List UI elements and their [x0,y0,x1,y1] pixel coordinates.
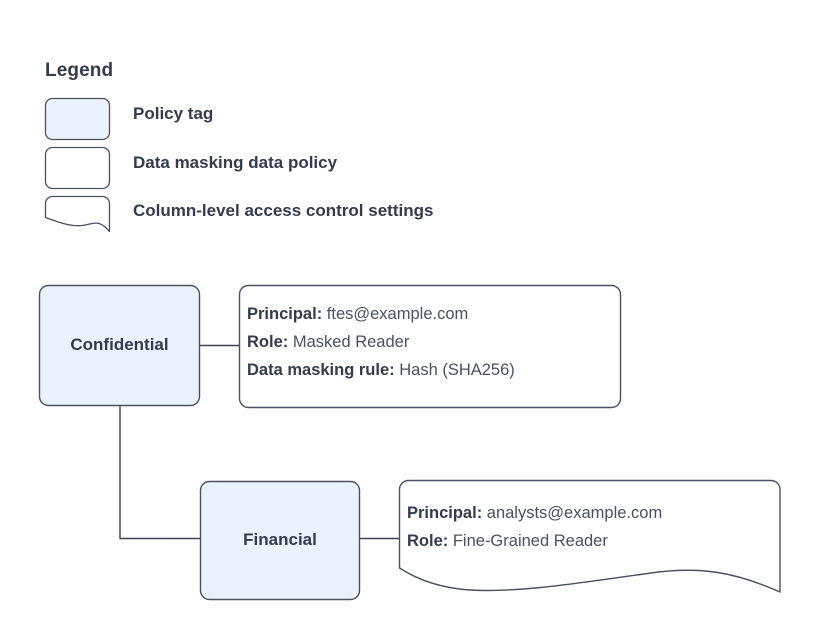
card-row: Role: Fine-Grained Reader [407,527,662,555]
legend-title: Legend [45,60,114,81]
row-key: Role: [407,532,449,550]
node-label-confidential: Confidential [70,335,169,354]
row-key: Principal: [407,504,483,522]
row-value: ftes@example.com [326,305,469,323]
card-row: Role: Masked Reader [247,328,515,356]
row-value: Masked Reader [292,333,410,351]
node-confidential[interactable] [38,284,201,407]
card-row: Principal: analysts@example.com [407,499,662,527]
node-label-financial: Financial [243,530,317,549]
legend-swatch-column-access-control [44,195,111,233]
card-row: Principal: ftes@example.com [247,300,515,328]
row-key: Principal: [247,305,323,323]
card-body-confidential-policy: Principal: ftes@example.com Role: Masked… [247,300,515,384]
card-confidential-policy[interactable] [238,284,622,409]
card-financial-access-control[interactable] [398,479,781,593]
card-row: Data masking rule: Hash (SHA256) [247,356,515,384]
connector-confidential-to-financial [119,405,200,540]
row-key: Data masking rule: [247,361,395,379]
legend-swatch-data-masking-policy [44,146,111,190]
row-key: Role: [247,333,289,351]
legend-item-label-policy-tag: Policy tag [133,104,214,123]
row-value: analysts@example.com [486,504,663,522]
row-value: Hash (SHA256) [399,361,515,379]
row-value: Fine-Grained Reader [452,532,608,550]
legend-swatch-policy-tag [44,97,111,141]
card-body-financial-access-control: Principal: analysts@example.com Role: Fi… [407,499,662,555]
legend-item-label-column-access-control: Column-level access control settings [133,201,434,220]
legend-item-label-data-masking-policy: Data masking data policy [133,153,338,172]
node-financial[interactable] [199,480,361,601]
